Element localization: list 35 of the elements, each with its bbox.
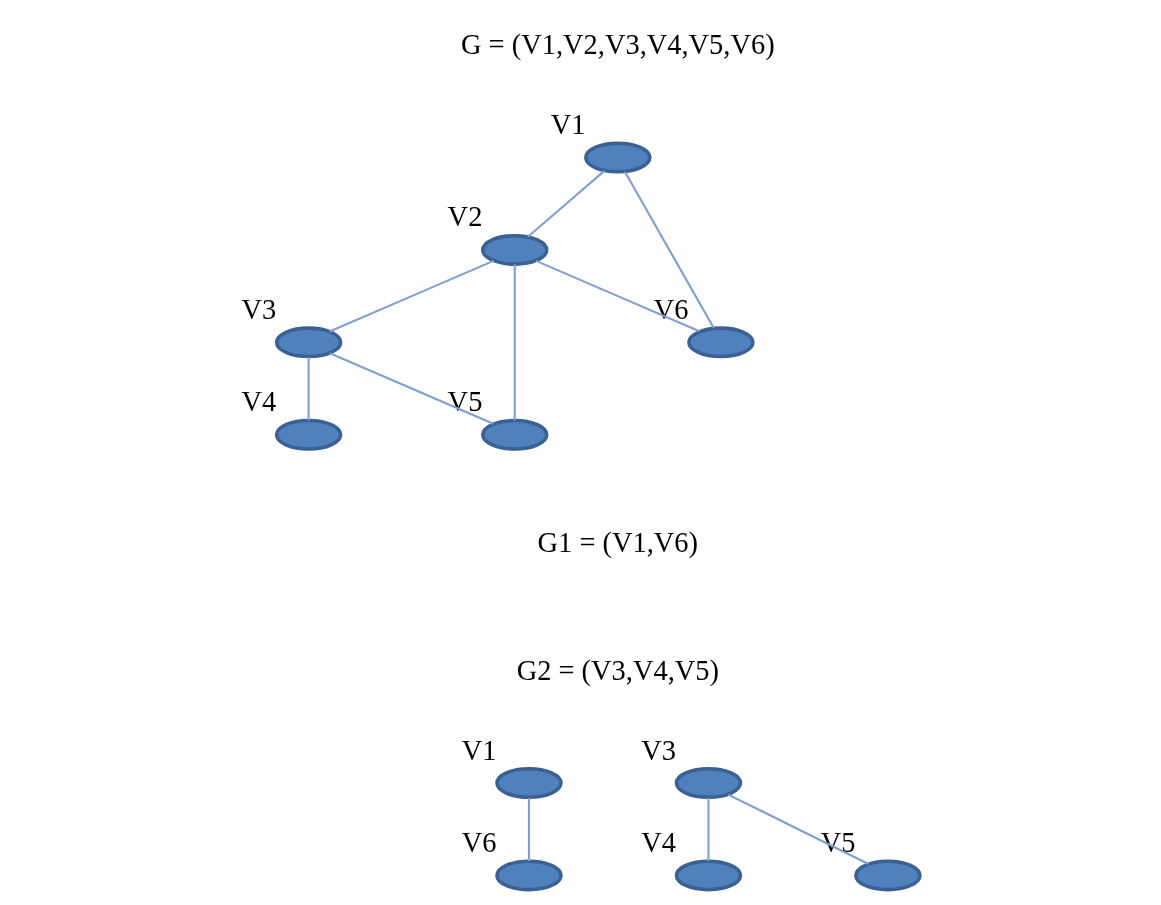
node-label: V1 xyxy=(461,734,497,766)
label: G1 = (V1,V6) xyxy=(537,526,699,558)
connector xyxy=(527,797,531,862)
connector xyxy=(727,793,869,865)
connector xyxy=(329,352,494,425)
connector xyxy=(513,264,516,421)
node-ellipse xyxy=(854,859,922,892)
label: G = (V1,V2,V3,V4,V5,V6) xyxy=(461,29,775,61)
connector xyxy=(527,170,606,238)
node-ellipse xyxy=(495,859,563,892)
connector xyxy=(624,171,715,329)
node-label: V6 xyxy=(653,293,689,325)
node-ellipse xyxy=(274,326,343,359)
node-ellipse xyxy=(674,859,743,892)
node-label: V5 xyxy=(447,386,483,418)
node-ellipse xyxy=(481,418,549,451)
connector xyxy=(307,357,310,421)
node-ellipse xyxy=(674,767,743,799)
label: G2 = (V3,V4,V5) xyxy=(516,654,719,686)
node-ellipse xyxy=(481,233,549,266)
node-label: V2 xyxy=(447,201,483,233)
node-ellipse xyxy=(687,326,755,359)
node-label: V4 xyxy=(241,386,277,418)
connector xyxy=(707,797,710,862)
node-ellipse xyxy=(495,767,563,799)
connector xyxy=(535,259,700,333)
node-label: V3 xyxy=(241,293,277,325)
node-label: V3 xyxy=(641,734,677,766)
node-label: V5 xyxy=(820,826,856,858)
connector xyxy=(329,259,494,333)
node-ellipse xyxy=(274,418,343,451)
node-ellipse xyxy=(584,141,652,174)
node-label: V6 xyxy=(461,826,497,858)
node-label: V1 xyxy=(550,109,586,141)
node-label: V4 xyxy=(641,826,677,858)
